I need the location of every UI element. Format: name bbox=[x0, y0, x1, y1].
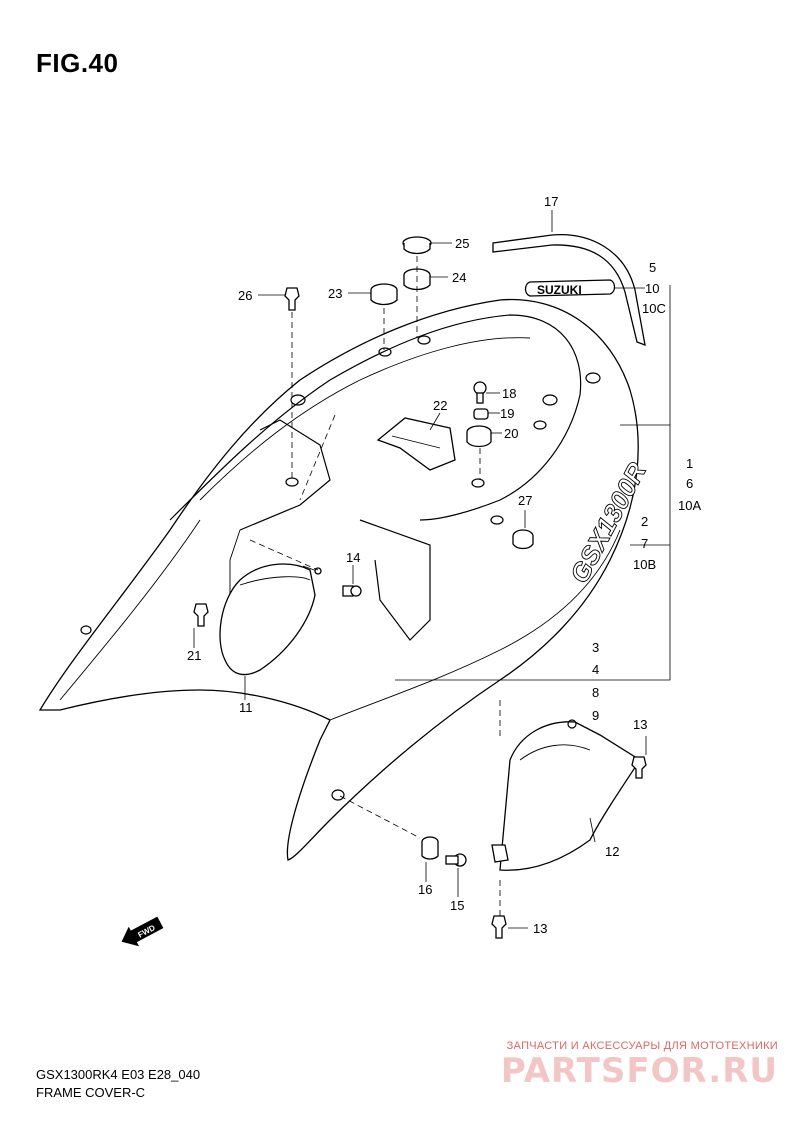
callout-7: 7 bbox=[641, 536, 648, 551]
callout-13-lower: 13 bbox=[533, 921, 547, 936]
callout-12: 12 bbox=[605, 844, 619, 859]
callout-26: 26 bbox=[238, 288, 252, 303]
callout-18: 18 bbox=[502, 386, 516, 401]
callout-19: 19 bbox=[500, 406, 514, 421]
hardware-parts bbox=[193, 236, 647, 939]
callout-5: 5 bbox=[649, 260, 656, 275]
callout-labels: 17 25 24 23 26 5 10 10C 18 19 22 20 1 6 … bbox=[187, 194, 701, 936]
assembly-lines bbox=[249, 256, 501, 916]
callout-13-upper: 13 bbox=[633, 717, 647, 732]
callout-15: 15 bbox=[450, 898, 464, 913]
model-code: GSX1300RK4 E03 E28_040 bbox=[36, 1067, 201, 1082]
callout-10a: 10A bbox=[678, 498, 701, 513]
callout-23: 23 bbox=[328, 286, 342, 301]
callout-4: 4 bbox=[592, 662, 599, 677]
callout-8: 8 bbox=[592, 685, 599, 700]
leader-lines bbox=[193, 210, 671, 929]
figure-footer: GSX1300RK4 E03 E28_040 FRAME COVER-C bbox=[36, 1066, 200, 1102]
callout-27: 27 bbox=[518, 493, 532, 508]
callout-24: 24 bbox=[452, 270, 466, 285]
watermark-tagline: ЗАПЧАСТИ И АКСЕССУАРЫ ДЛЯ МОТОТЕХНИКИ bbox=[506, 1040, 778, 1052]
fwd-direction-marker: FWD bbox=[121, 916, 164, 947]
callout-9: 9 bbox=[592, 708, 599, 723]
callout-14: 14 bbox=[346, 550, 360, 565]
callout-10: 10 bbox=[645, 281, 659, 296]
watermark-brand: PARTSFOR.RU bbox=[500, 1051, 778, 1091]
callout-16: 16 bbox=[418, 882, 432, 897]
grab-rail-part bbox=[492, 234, 646, 347]
figure-title: FIG.40 bbox=[36, 48, 119, 78]
callout-3: 3 bbox=[592, 640, 599, 655]
callout-25: 25 bbox=[455, 236, 469, 251]
callout-6: 6 bbox=[686, 476, 693, 491]
figure-caption: FRAME COVER-C bbox=[36, 1085, 146, 1100]
callout-2: 2 bbox=[641, 514, 648, 529]
callout-22: 22 bbox=[433, 398, 447, 413]
callout-11: 11 bbox=[239, 700, 253, 715]
suzuki-badge-text: SUZUKI bbox=[537, 283, 582, 297]
suzuki-badge-part: SUZUKI bbox=[524, 279, 616, 297]
callout-21: 21 bbox=[187, 648, 201, 663]
callout-10b: 10B bbox=[633, 557, 656, 572]
callout-17: 17 bbox=[544, 194, 558, 209]
callout-20: 20 bbox=[504, 426, 518, 441]
watermark: ЗАПЧАСТИ И АКСЕССУАРЫ ДЛЯ МОТОТЕХНИКИ PA… bbox=[501, 1040, 778, 1090]
callout-10c: 10C bbox=[642, 301, 666, 316]
callout-1: 1 bbox=[686, 456, 693, 471]
